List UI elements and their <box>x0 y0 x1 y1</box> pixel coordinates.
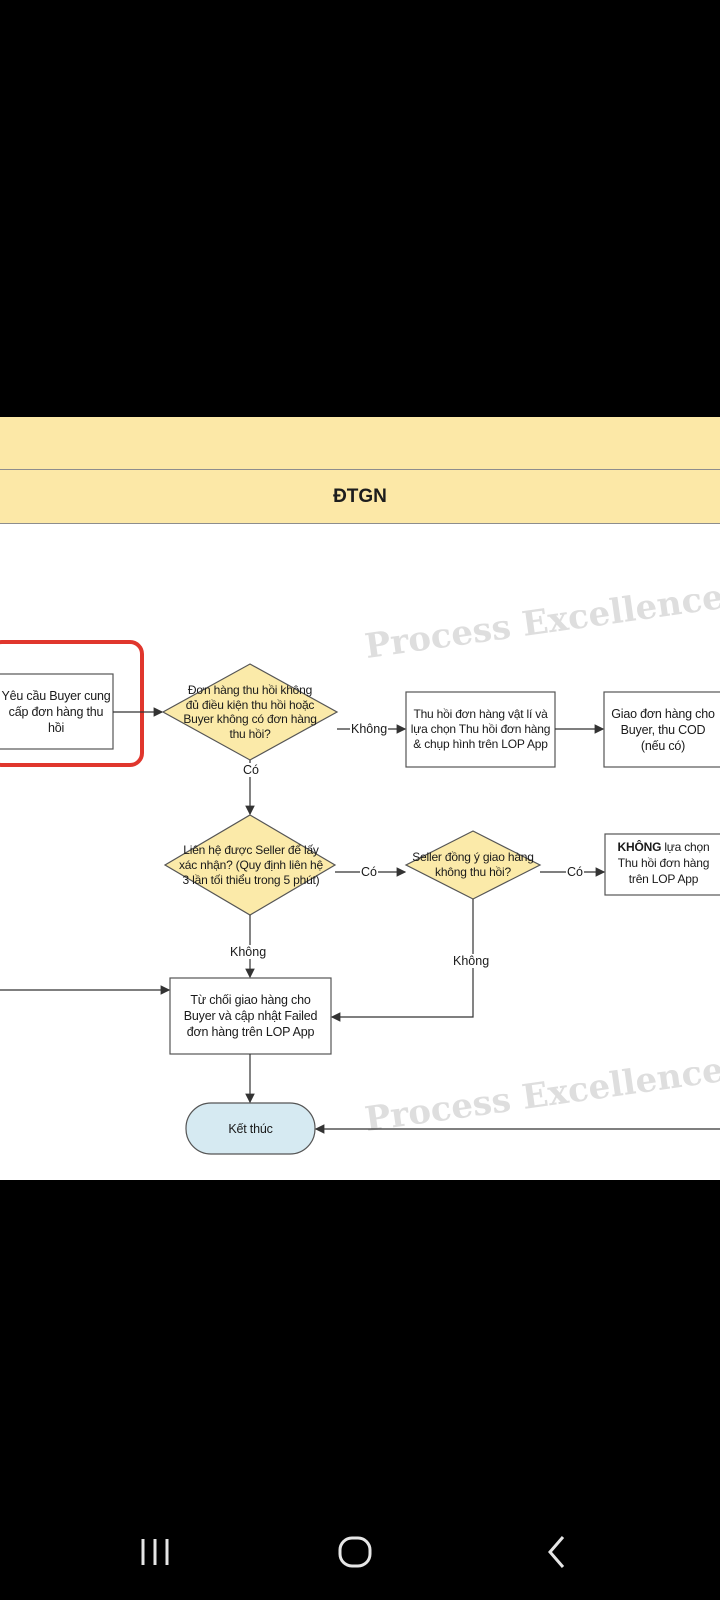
highlight-frame <box>0 640 144 767</box>
end-text: Kết thúc <box>228 1121 273 1136</box>
edge-label-yes-3: Có <box>566 865 584 879</box>
no-select-rest: lựa chọn Thu hồi đơn hàng trên LOP App <box>617 840 710 886</box>
flowchart-image[interactable]: ĐTGN Process Excellence Process Excellen… <box>0 417 720 1180</box>
reject-delivery-text: Từ chối giao hàng cho Buyer và cập nhật … <box>183 993 318 1039</box>
decision-contact-text: Liên hệ được Seller để lấy xác nhận? (Qu… <box>178 842 324 887</box>
edge-label-no-2: Không <box>229 945 268 959</box>
recover-physical-box <box>405 691 556 768</box>
android-nav-bar <box>0 1500 720 1600</box>
swimlane-header-top <box>0 417 720 470</box>
home-button[interactable] <box>325 1530 385 1574</box>
swimlane-title: ĐTGN <box>0 470 720 524</box>
flowchart-shapes <box>0 640 720 1155</box>
request-buyer-text: Yêu cầu Buyer cung cấp đơn hàng thu hồi <box>1 689 111 735</box>
deliver-buyer-box <box>603 691 720 768</box>
back-icon <box>548 1536 565 1568</box>
back-button[interactable] <box>527 1530 587 1574</box>
recent-apps-icon <box>141 1539 169 1565</box>
edge-label-yes-2: Có <box>360 865 378 879</box>
no-select-strong: KHÔNG <box>617 840 662 854</box>
recover-physical-text: Thu hồi đơn hàng vật lí và lựa chọn Thu … <box>410 707 551 751</box>
edge-label-no-1: Không <box>350 722 389 736</box>
no-select-text: KHÔNG lựa chọn Thu hồi đơn hàng trên LOP… <box>607 836 720 896</box>
no-select-box <box>604 833 720 896</box>
edge-label-yes-1: Có <box>242 763 260 777</box>
deliver-buyer-text: Giao đơn hàng cho Buyer, thu COD (nếu có… <box>611 706 715 753</box>
decision-eligible-text: Đơn hàng thu hồi không đủ điều kiện thu … <box>183 683 317 741</box>
decision-agree-text: Seller đồng ý giao hàng không thu hồi? <box>412 850 534 879</box>
home-icon <box>338 1536 372 1568</box>
recent-apps-button[interactable] <box>125 1530 185 1574</box>
edge-label-no-3: Không <box>452 954 491 968</box>
